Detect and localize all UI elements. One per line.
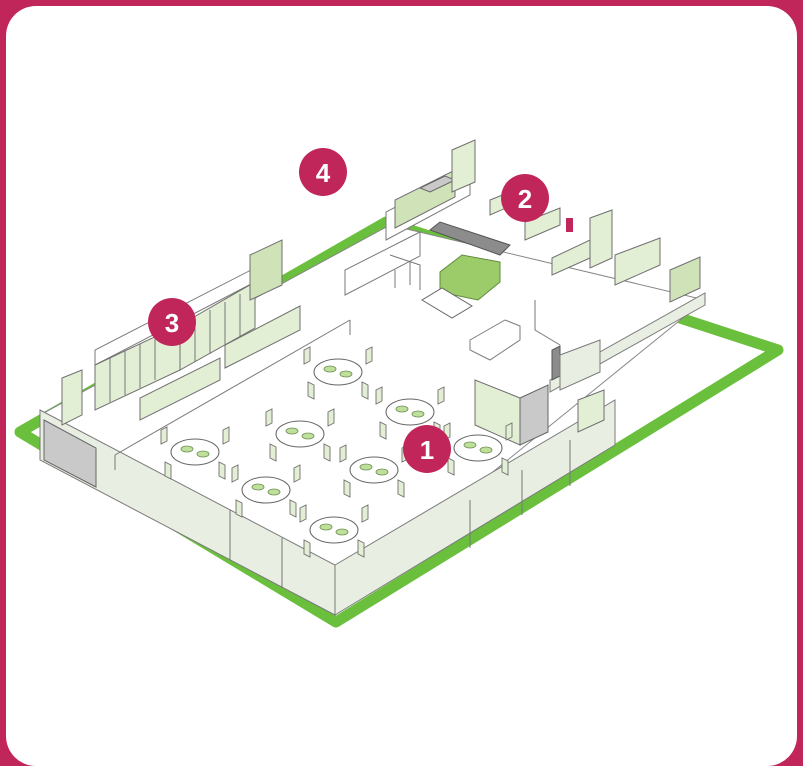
- marker-outdoor-area: 4: [299, 148, 347, 196]
- marker-storage-area: 3: [148, 298, 196, 346]
- storage-cabinets: [61, 209, 613, 426]
- svg-text:1: 1: [420, 435, 434, 465]
- kitchen: [344, 139, 701, 446]
- interior-walls: [114, 300, 561, 470]
- frame-background: 1 2 3 4: [6, 6, 797, 766]
- wall-panel: [43, 419, 97, 488]
- floor-plan-diagram: 1 2 3 4: [14, 139, 784, 628]
- svg-text:2: 2: [518, 184, 532, 214]
- wall-front-right: [334, 399, 616, 616]
- marker-kitchen-area: 2: [501, 174, 549, 222]
- wall-seams: [229, 440, 571, 588]
- svg-text:4: 4: [316, 158, 331, 188]
- marker-dining-area: 1: [403, 425, 451, 473]
- svg-text:3: 3: [165, 308, 179, 338]
